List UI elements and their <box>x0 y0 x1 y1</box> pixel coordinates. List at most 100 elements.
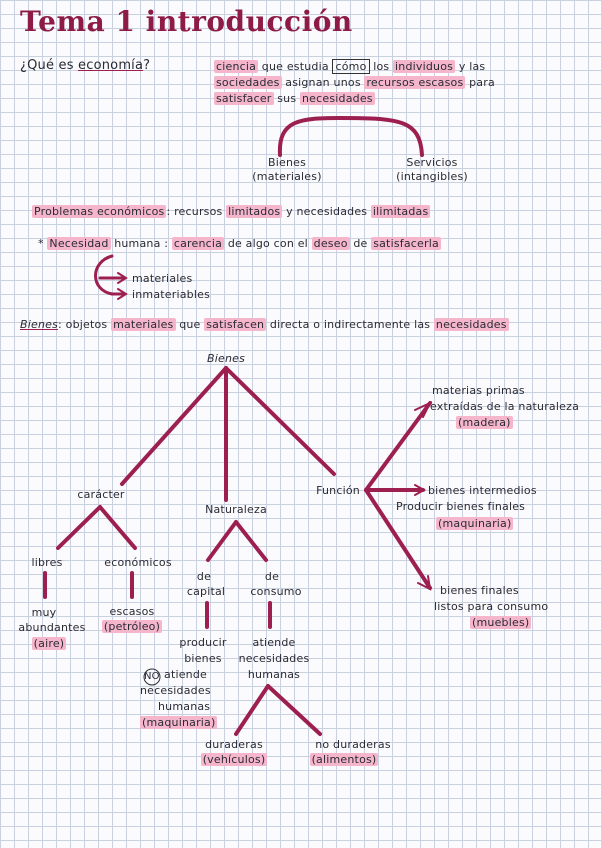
bienes-def-text: : objetos <box>58 318 108 331</box>
branch-materias <box>364 401 432 492</box>
economia-term: economía <box>78 58 144 73</box>
node-no-duraderas: no duraderas <box>315 738 391 751</box>
highlight-ciencia: ciencia <box>214 60 259 73</box>
highlight-satisfacerla: satisfacerla <box>371 237 441 250</box>
highlight-vehiculos: (vehículos) <box>200 753 268 766</box>
necesidad-materiales: materiales <box>132 272 193 285</box>
question-mark: ? <box>143 58 151 73</box>
problemas-line: Problemas económicos: recursos limitados… <box>32 205 431 218</box>
branch-no-duraderas <box>266 684 322 736</box>
node-madera: (madera) <box>456 416 513 429</box>
servicios-sub: (intangibles) <box>396 170 468 183</box>
branch-finales <box>364 488 432 590</box>
node-intermedios-1: bienes intermedios <box>428 484 537 497</box>
highlight-maquinaria-1: (maquinaria) <box>140 716 218 729</box>
node-materias-1: materias primas <box>432 384 525 397</box>
necesidad-line: * Necesidad humana : carencia de algo co… <box>38 237 441 250</box>
necesidad-text: de algo con el <box>227 237 308 250</box>
node-intermedios-2: Producir bienes finales <box>396 500 526 513</box>
node-materias-2: extraídas de la naturaleza <box>430 400 580 413</box>
necesidad-text: humana : <box>114 237 169 250</box>
node-vehiculos: (vehículos) <box>194 753 274 766</box>
highlight-alimentos: (alimentos) <box>309 753 379 766</box>
page-title: Tema 1 introducción <box>20 5 353 38</box>
node-producir-2: bienes <box>184 652 222 665</box>
necesidad-text: de <box>353 237 368 250</box>
highlight-petroleo: (petróleo) <box>101 620 163 633</box>
no-circle <box>143 668 161 686</box>
node-atiende-2: necesidades <box>238 652 310 665</box>
highlight-satisfacer: satisfacer <box>214 92 274 105</box>
node-de-consumo-2: consumo <box>250 585 302 598</box>
tree-root: Bienes <box>206 352 246 365</box>
node-muy: muy <box>31 606 57 619</box>
problemas-text: : recursos <box>166 205 223 218</box>
node-escasos: escasos <box>109 605 155 618</box>
node-maquinaria-1: (maquinaria) <box>140 716 218 729</box>
bracket-bienes-servicios <box>277 115 424 157</box>
branch-economicos <box>98 505 137 550</box>
node-caracter: carácter <box>77 488 125 501</box>
highlight-problemas: Problemas económicos <box>32 205 167 218</box>
highlight-maquinaria-2: (maquinaria) <box>436 517 514 530</box>
highlight-recursos-escasos: recursos escasos <box>364 76 466 89</box>
bienes-definition: Bienes: objetos materiales que satisface… <box>20 318 509 331</box>
definition-text: sus <box>277 92 297 105</box>
highlight-necesidades-2: necesidades <box>433 318 509 331</box>
definition-text: los <box>373 60 390 73</box>
servicios-label: Servicios <box>406 156 458 169</box>
node-no-atiende: atiende <box>164 668 207 681</box>
highlight-satisfacen: satisfacen <box>204 318 267 331</box>
node-no-nec-2: humanas <box>158 700 211 713</box>
node-atiende-3: humanas <box>247 668 301 681</box>
highlight-ilimitadas: ilimitadas <box>370 205 431 218</box>
problemas-text: y necesidades <box>286 205 368 218</box>
highlight-necesidad: Necesidad <box>47 237 111 250</box>
definition-text: y las <box>458 60 486 73</box>
node-abundantes: abundantes <box>18 621 86 634</box>
node-producir-1: producir <box>179 636 227 649</box>
economia-definition-line1: ciencia que estudia cómo los individuos … <box>214 59 486 74</box>
highlight-deseo: deseo <box>311 237 350 250</box>
node-duraderas: duraderas <box>205 738 263 751</box>
definition-text: asignan unos <box>285 76 361 89</box>
node-economicos: económicos <box>104 556 172 569</box>
bienes-label: Bienes <box>267 156 307 169</box>
branch-duraderas <box>234 684 270 736</box>
node-libres: libres <box>31 556 63 569</box>
branch-caracter <box>120 366 228 486</box>
bracket-necesidad <box>94 254 114 296</box>
node-naturaleza: Naturaleza <box>205 503 267 516</box>
node-alimentos: (alimentos) <box>304 753 384 766</box>
highlight-aire: (aire) <box>31 637 67 650</box>
highlight-necesidades: necesidades <box>299 92 375 105</box>
highlight-muebles: (muebles) <box>470 616 532 629</box>
node-de-capital-1: de <box>196 570 212 583</box>
necesidad-inmateriables: inmateriables <box>132 288 211 301</box>
definition-text: para <box>469 76 495 89</box>
node-finales-2: listos para consumo <box>434 600 549 613</box>
economia-definition-line2: sociedades asignan unos recursos escasos… <box>214 76 495 89</box>
node-aire: (aire) <box>24 637 74 650</box>
branch-capital <box>206 520 238 562</box>
question-economia: ¿Qué es economía? <box>20 58 150 74</box>
branch-consumo <box>234 520 268 562</box>
node-muebles: (muebles) <box>470 616 532 629</box>
bienes-def-text: que <box>179 318 201 331</box>
highlight-sociedades: sociedades <box>214 76 282 89</box>
node-petroleo: (petróleo) <box>100 620 164 633</box>
node-atiende-1: atiende <box>252 636 296 649</box>
highlight-limitados: limitados <box>226 205 283 218</box>
node-funcion: Función <box>316 484 360 497</box>
question-text: ¿Qué es <box>20 58 74 73</box>
node-no-nec-1: necesidades <box>140 684 211 697</box>
bienes-sub: (materiales) <box>252 170 322 183</box>
node-de-consumo-1: de <box>264 570 280 583</box>
bienes-def-text: directa o indirectamente las <box>269 318 431 331</box>
node-maquinaria-2: (maquinaria) <box>436 517 514 530</box>
node-de-capital-2: capital <box>186 585 226 598</box>
highlight-materiales: materiales <box>111 318 176 331</box>
economia-definition-line3: satisfacer sus necesidades <box>214 92 375 105</box>
highlight-individuos: individuos <box>393 60 456 73</box>
